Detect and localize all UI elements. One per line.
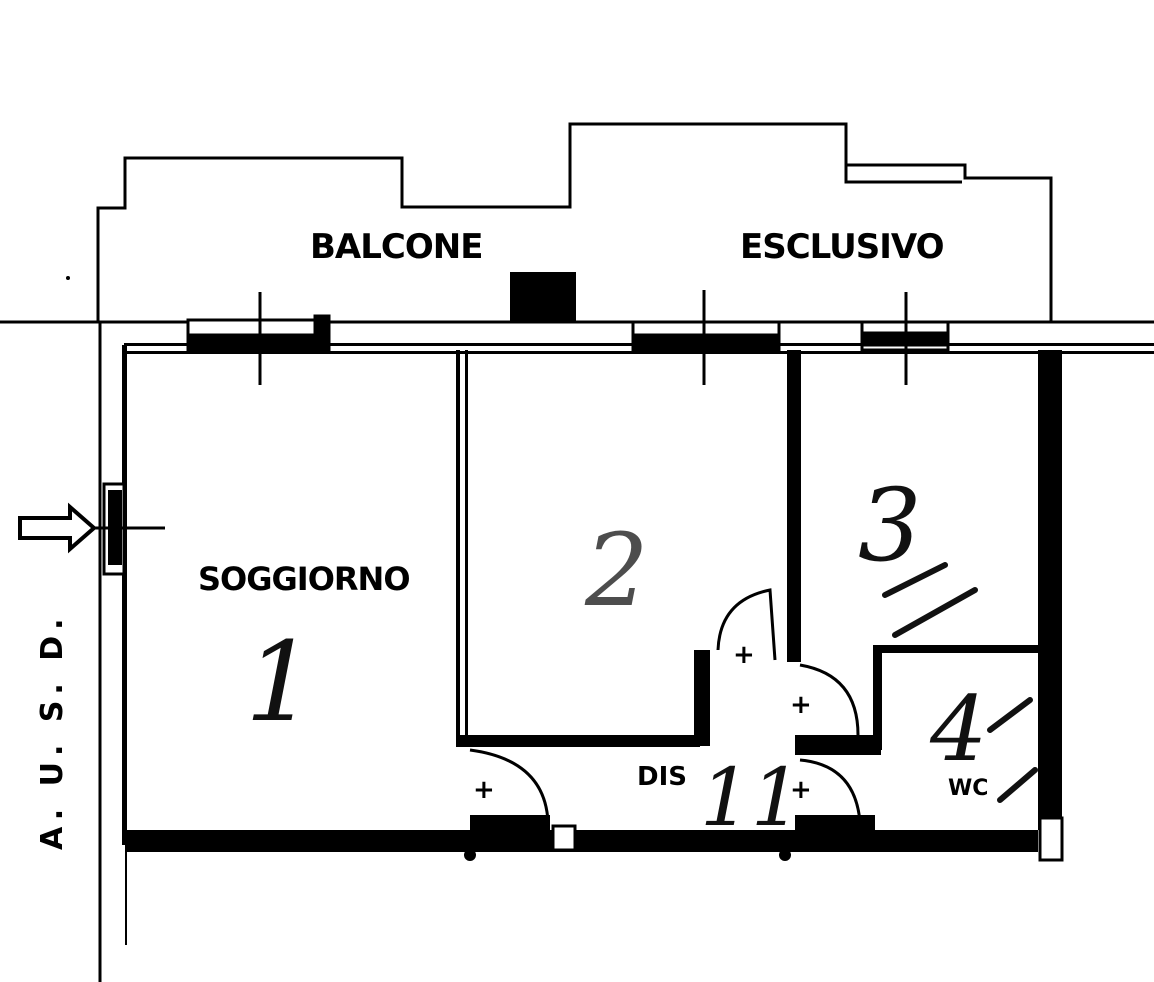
wall-node xyxy=(464,849,476,861)
entrance-arrow-icon xyxy=(18,502,98,554)
dis-label: DIS xyxy=(637,762,687,792)
esclusivo-label: ESCLUSIVO xyxy=(740,227,944,267)
balcony-outline xyxy=(96,122,1053,322)
interior-walls xyxy=(456,350,1044,831)
wall-column xyxy=(551,824,577,852)
chimney-flue-icon xyxy=(510,272,576,322)
window-icon xyxy=(631,290,781,385)
handwritten-strokes xyxy=(882,562,1038,803)
room-number-1: 1 xyxy=(245,618,315,746)
wall-column xyxy=(1038,816,1064,862)
window-icon xyxy=(860,292,950,385)
door-pivot-marks: + + + + xyxy=(473,640,812,805)
soggiorno-label: SOGGIORNO xyxy=(198,560,410,598)
door-swing-icon xyxy=(469,588,862,823)
balcony-outline-detail xyxy=(844,165,962,184)
wc-label: WC xyxy=(948,776,988,801)
svg-text:+: + xyxy=(790,690,812,720)
svg-text:+: + xyxy=(790,775,812,805)
dis-mark: 11 xyxy=(700,751,802,844)
room-number-4: 4 xyxy=(929,677,987,782)
svg-text:+: + xyxy=(733,640,755,670)
balcone-label: BALCONE xyxy=(310,227,482,267)
wall-node xyxy=(779,849,791,861)
room-number-2: 2 xyxy=(584,512,649,629)
window-icon xyxy=(186,292,331,385)
street-label: A. U. S. D. xyxy=(35,612,70,850)
stray-mark xyxy=(66,276,70,280)
room-number-3: 3 xyxy=(858,467,922,584)
svg-text:+: + xyxy=(473,775,495,805)
